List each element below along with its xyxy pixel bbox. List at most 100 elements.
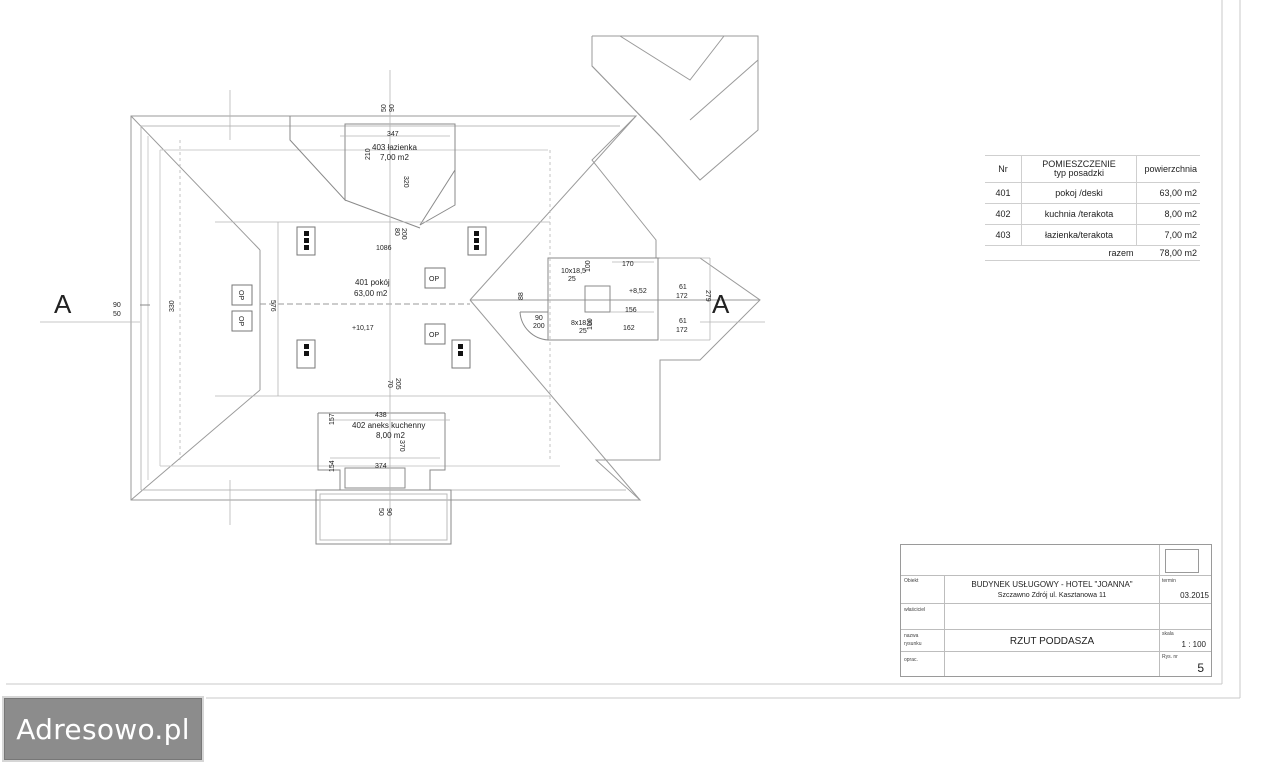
op-label: OP <box>237 290 244 300</box>
header-nr: Nr <box>985 155 1022 183</box>
room-area: 7,00 m2 <box>1136 224 1200 246</box>
header-room-line2: typ posadzki <box>1053 168 1105 178</box>
tb-divider <box>901 651 1211 652</box>
adresowo-watermark: Adresowo.pl <box>2 696 204 762</box>
object-name: BUDYNEK USŁUGOWY - HOTEL "JOANNA" <box>971 580 1133 589</box>
table-row: 402 kuchnia /terakota 8,00 m2 <box>985 203 1200 225</box>
room-401-label: 401 pokój <box>355 278 390 287</box>
roof-outline <box>130 115 761 501</box>
dimension-text: 347 <box>387 131 399 138</box>
dimension-text: 205 <box>394 378 401 390</box>
dimension-text: 61 <box>679 318 687 325</box>
rysunku-label: rysunku <box>904 641 922 647</box>
room-schedule-table: Nr POMIESZCZENIE typ posadzki powierzchn… <box>985 155 1200 261</box>
section-marker-left: A <box>54 289 72 319</box>
dimension-text: 330 <box>169 300 176 312</box>
dimension-text: 50 <box>381 104 388 112</box>
room-area: 63,00 m2 <box>1136 182 1200 204</box>
stair-label: 25 <box>568 276 576 283</box>
dimension-text: 80 <box>393 228 400 236</box>
dimension-text: 50 <box>377 508 384 516</box>
dimension-text: 438 <box>375 412 387 419</box>
stair-label: 25 <box>579 328 587 335</box>
dimension-text: 162 <box>623 325 635 332</box>
skala-label: skala <box>1162 631 1174 637</box>
stair-label: 10x18,5 <box>561 268 586 275</box>
skala-value: 1 : 100 <box>1181 640 1206 649</box>
logo-box <box>1165 549 1199 573</box>
room-name: pokoj /deski <box>1021 182 1137 204</box>
room-area: 8,00 m2 <box>1136 203 1200 225</box>
interior-walls <box>140 116 659 545</box>
dimension-text: 170 <box>622 261 634 268</box>
total-spacer <box>985 245 1022 261</box>
room-403-area: 7,00 m2 <box>380 153 409 162</box>
dimension-text: 90 <box>535 315 543 322</box>
termin-value: 03.2015 <box>1180 591 1209 600</box>
op-label: OP <box>429 332 439 339</box>
dimension-text: 320 <box>402 176 409 188</box>
dimension-text: 210 <box>365 148 372 160</box>
rys-value: 5 <box>1197 661 1204 675</box>
stair-label: 8x18,5 <box>571 320 592 327</box>
title-block: Obiekt BUDYNEK USŁUGOWY - HOTEL "JOANNA"… <box>900 544 1212 677</box>
level-mark: +8,52 <box>629 288 647 295</box>
dimension-text: 156 <box>625 307 637 314</box>
tb-divider <box>901 603 1211 604</box>
level-mark: +10,17 <box>352 325 374 332</box>
tb-divider <box>901 629 1211 630</box>
op-label: OP <box>237 316 244 326</box>
table-row: 403 łazienka/terakota 7,00 m2 <box>985 224 1200 246</box>
header-room: POMIESZCZENIE typ posadzki <box>1021 155 1137 183</box>
dimension-text: 61 <box>679 284 687 291</box>
header-room-line1: POMIESZCZENIE <box>1042 159 1116 169</box>
drawing-name: RZUT PODDASZA <box>1009 636 1095 647</box>
dimension-text: 90 <box>389 104 396 112</box>
dimension-text: 90 <box>385 508 392 516</box>
room-401-area: 63,00 m2 <box>354 289 388 298</box>
rys-label: Rys. nr <box>1162 654 1178 660</box>
sheet-frame <box>6 0 1241 699</box>
room-name: łazienka/terakota <box>1021 224 1137 246</box>
dimension-text: 100 <box>585 260 592 272</box>
header-area: powierzchnia <box>1136 155 1200 183</box>
roof-projection-top <box>591 35 759 181</box>
table-total-row: razem 78,00 m2 <box>985 245 1200 261</box>
room-402-area: 8,00 m2 <box>376 431 405 440</box>
dimension-text: 374 <box>375 463 387 470</box>
dimension-text: 200 <box>400 228 407 240</box>
dimension-text: 90 <box>113 302 121 309</box>
room-nr: 402 <box>985 203 1022 225</box>
dimension-text: 1086 <box>376 245 392 252</box>
object-address: Szczawno Zdrój ul. Kasztanowa 11 <box>997 592 1107 599</box>
dimension-text: 157 <box>329 413 336 425</box>
room-402-label: 402 aneks kuchenny <box>352 421 425 430</box>
termin-label: termin <box>1162 578 1176 584</box>
dimension-text: 370 <box>398 440 405 452</box>
dimension-text: 100 <box>587 318 594 330</box>
nazwa-label: nazwa <box>904 633 919 639</box>
total-label: razem <box>1021 245 1137 261</box>
tb-divider <box>944 575 945 676</box>
table-row: 401 pokoj /deski 63,00 m2 <box>985 182 1200 204</box>
oprac-label: oprac. <box>904 657 918 663</box>
room-nr: 401 <box>985 182 1022 204</box>
dimension-text: 279 <box>704 290 711 302</box>
chimney-flues <box>304 231 479 356</box>
wlasciciel-label: właściciel <box>904 607 926 613</box>
dimension-text: 88 <box>518 292 525 300</box>
total-area: 78,00 m2 <box>1136 245 1200 261</box>
room-403-label: 403 łazienka <box>372 143 417 152</box>
section-marker-right: A <box>712 289 730 319</box>
tb-divider <box>1159 545 1160 676</box>
room-nr: 403 <box>985 224 1022 246</box>
dimension-text: 50 <box>113 311 121 318</box>
room-name: kuchnia /terakota <box>1021 203 1137 225</box>
op-label: OP <box>429 276 439 283</box>
dimension-text: 70 <box>386 380 393 388</box>
op-boxes <box>231 267 446 345</box>
dimension-text: 172 <box>676 293 688 300</box>
dimension-text: 200 <box>533 323 545 330</box>
